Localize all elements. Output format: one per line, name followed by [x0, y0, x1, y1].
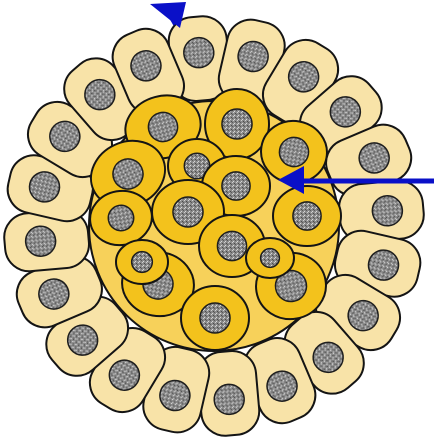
- nucleus: [217, 231, 246, 260]
- inner-cell: [181, 286, 249, 350]
- nucleus: [261, 249, 280, 268]
- inner-cell: [246, 238, 294, 278]
- nucleus: [293, 202, 321, 230]
- top-arrow: [150, 2, 186, 28]
- nucleus: [222, 109, 252, 139]
- nucleus: [200, 303, 230, 333]
- inner-cell: [273, 186, 341, 246]
- inner-cell: [116, 240, 168, 284]
- top-arrow-head: [150, 2, 186, 28]
- nucleus: [173, 197, 203, 227]
- nucleus: [132, 252, 153, 273]
- nucleus: [222, 172, 250, 200]
